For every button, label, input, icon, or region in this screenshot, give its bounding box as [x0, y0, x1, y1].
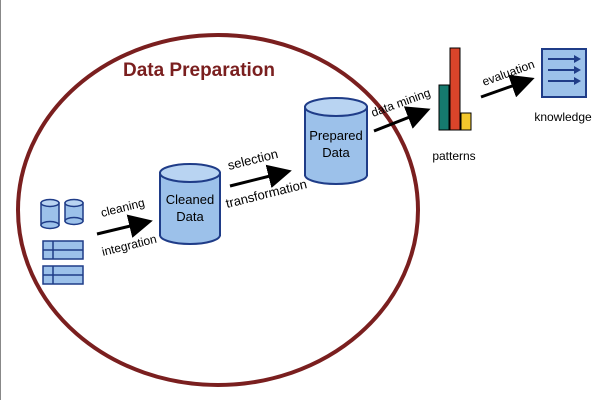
label-knowledge: knowledge — [534, 110, 592, 124]
source-table-bottom — [42, 265, 84, 285]
label-selection: selection — [226, 146, 279, 173]
label-integration: integration — [100, 232, 158, 259]
prepared-data-cylinder: Prepared Data — [304, 97, 368, 185]
arrow-selection — [229, 164, 292, 189]
label-cleaning: cleaning — [99, 196, 146, 220]
cleaned-data-cylinder: Cleaned Data — [159, 163, 221, 245]
prepared-data-label-line2: Data — [322, 145, 350, 160]
cleaned-data-label-line2: Data — [176, 209, 204, 224]
source-table-top — [42, 240, 84, 260]
label-patterns: patterns — [432, 149, 475, 163]
arrow-data-mining — [373, 106, 431, 133]
label-evaluation: evaluation — [480, 57, 536, 89]
source-cylinder-left — [40, 198, 60, 230]
data-preparation-ellipse — [16, 33, 420, 387]
data-preparation-title: Data Preparation — [123, 60, 275, 81]
cleaned-data-label-line1: Cleaned — [166, 192, 214, 207]
database-cylinders-and-tables-icon — [40, 198, 84, 285]
knowledge-document-icon — [541, 48, 587, 98]
bar-chart-icon — [438, 47, 472, 131]
arrow-evaluation — [480, 74, 535, 99]
source-cylinder-right — [64, 198, 84, 226]
arrow-cleaning — [96, 214, 153, 238]
label-data-mining: data mining — [369, 85, 432, 119]
label-transformation: transformation — [224, 176, 308, 211]
prepared-data-label-line1: Prepared — [309, 128, 362, 143]
